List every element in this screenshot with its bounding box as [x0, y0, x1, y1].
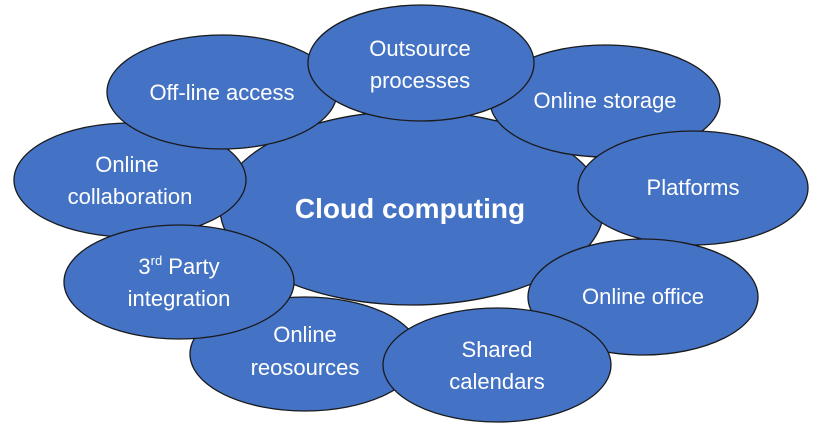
node-label-line2: reosources — [251, 355, 360, 380]
ordinal-suffix: rd — [151, 253, 163, 268]
node-ellipse — [63, 224, 295, 340]
node-ellipse — [382, 307, 612, 423]
ordinal-rest: Party — [162, 254, 219, 279]
node-label-line2: collaboration — [68, 184, 193, 209]
node-platforms: Platforms — [577, 130, 809, 246]
node-label: Online office — [582, 284, 704, 309]
node-label-line1: Outsource — [369, 36, 471, 61]
node-label-line2: processes — [370, 68, 470, 93]
node-offline-access: Off-line access — [106, 34, 338, 150]
node-label-line1: Shared — [462, 337, 533, 362]
node-label-line2: calendars — [449, 369, 544, 394]
node-label: Online storage — [533, 88, 676, 113]
node-online-office: Online office — [527, 238, 759, 356]
node-online-collaboration: Online collaboration — [13, 122, 247, 238]
node-shared-calendars: Shared calendars — [382, 307, 612, 423]
ordinal-number: 3 — [138, 254, 150, 279]
node-outsource-processes: Outsource processes — [307, 4, 535, 122]
node-third-party-integration: 3rd Party integration — [63, 224, 295, 340]
node-ellipse — [527, 238, 759, 356]
node-label-line1: Online — [95, 152, 159, 177]
node-label: Off-line access — [149, 80, 294, 105]
node-label-line2: integration — [128, 286, 231, 311]
node-ellipse — [307, 4, 535, 122]
node-label-line1: Online — [273, 322, 337, 347]
node-label: Platforms — [647, 175, 740, 200]
center-label: Cloud computing — [295, 193, 525, 224]
node-label-line1: 3rd Party — [138, 253, 219, 279]
center-node: Cloud computing — [219, 110, 605, 306]
node-online-storage: Online storage — [489, 44, 721, 158]
